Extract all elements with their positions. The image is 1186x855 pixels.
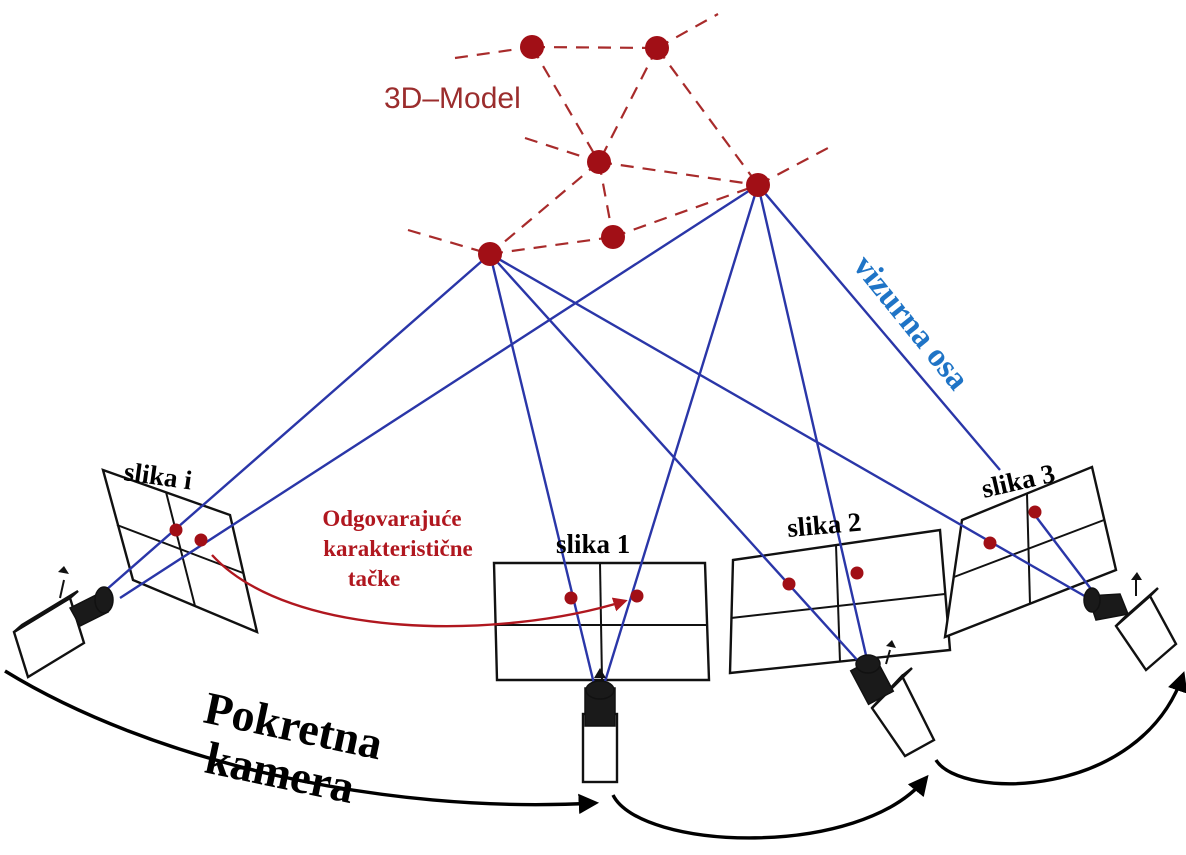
model-point bbox=[601, 225, 625, 249]
image-point bbox=[1028, 505, 1042, 519]
matching-points-arrow bbox=[211, 554, 628, 628]
image-point bbox=[983, 536, 997, 550]
camera-motion-path bbox=[4, 669, 1186, 840]
image-point bbox=[564, 591, 578, 605]
matching-points-label-line2: karakteristične bbox=[323, 536, 472, 561]
image-label-2: slika 2 bbox=[786, 507, 863, 543]
model-point bbox=[645, 36, 669, 60]
image-point bbox=[782, 577, 796, 591]
image-point bbox=[169, 523, 183, 537]
camera-2 bbox=[849, 640, 936, 758]
image-point bbox=[850, 566, 864, 580]
image-label-1: slika 1 bbox=[556, 529, 630, 559]
image-plane-3 bbox=[943, 465, 1118, 639]
model-point bbox=[587, 150, 611, 174]
image-plane-i bbox=[101, 468, 259, 635]
image-plane-2 bbox=[728, 528, 952, 675]
camera-3 bbox=[1083, 572, 1178, 672]
matching-points-label-line1: Odgovarajuće bbox=[322, 506, 461, 531]
model-label: 3D–Model bbox=[384, 82, 521, 115]
model-mesh bbox=[407, 13, 829, 256]
camera-1 bbox=[581, 668, 619, 784]
image-point bbox=[630, 589, 644, 603]
model-point bbox=[520, 35, 544, 59]
camera-i bbox=[12, 566, 114, 679]
matching-points-label-line3: tačke bbox=[348, 566, 400, 591]
model-point bbox=[746, 173, 770, 197]
model-points bbox=[478, 35, 770, 266]
image-point bbox=[194, 533, 208, 547]
visual-axis-label: vizurna osa bbox=[846, 248, 976, 397]
model-point bbox=[478, 242, 502, 266]
image-plane-1 bbox=[492, 561, 711, 682]
image-points bbox=[169, 505, 1042, 605]
